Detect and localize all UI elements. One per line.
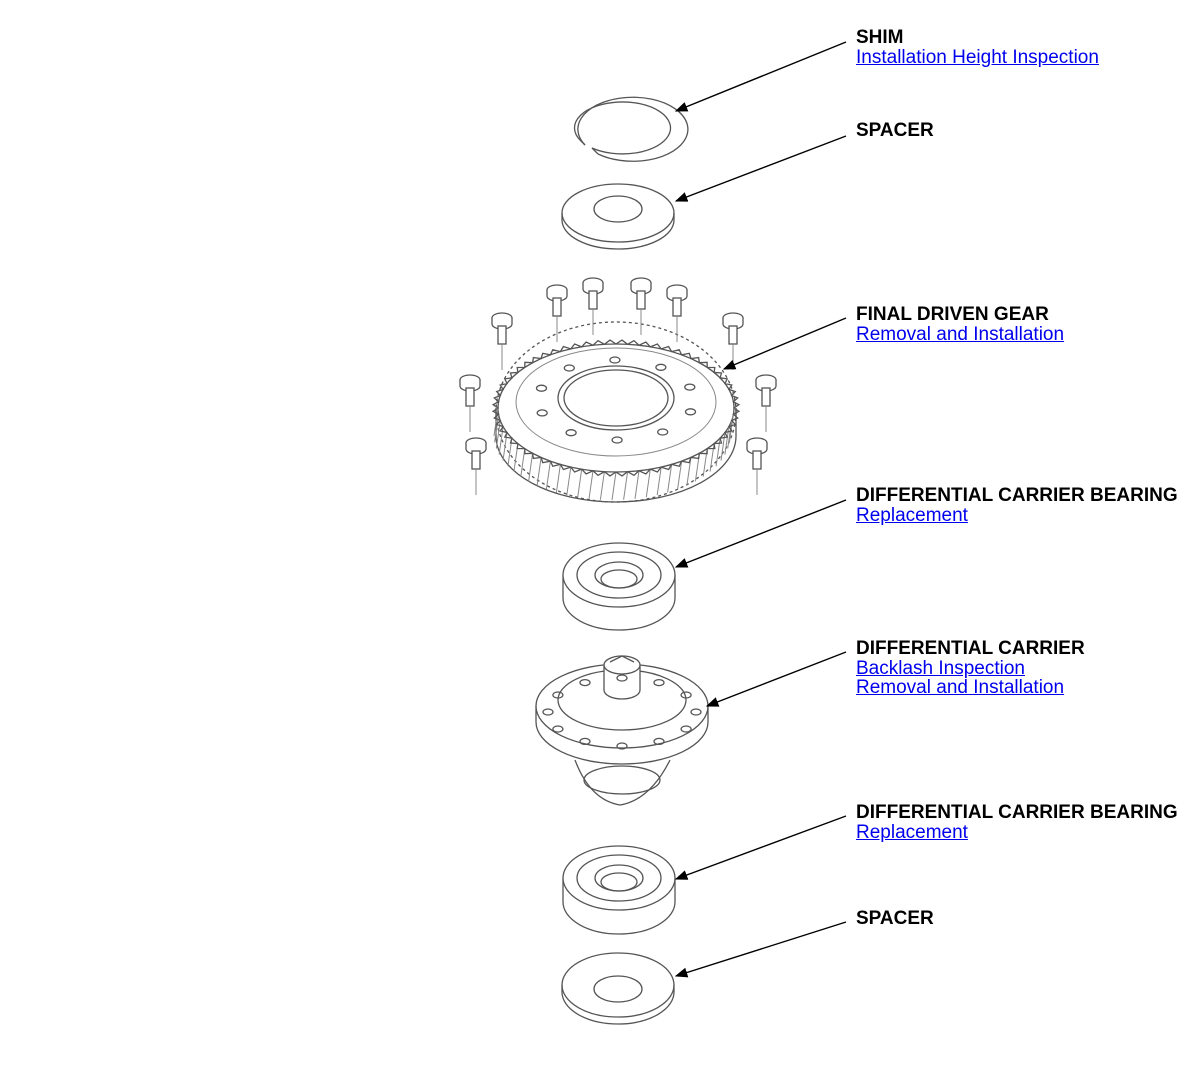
link-differential-carrier-backlash-inspection[interactable]: Backlash Inspection [856,658,1025,679]
link-shim-installation-height-inspection[interactable]: Installation Height Inspection [856,47,1099,68]
leader-spacer-bottom [674,921,847,978]
part-name-carrier-bearing-upper: DIFFERENTIAL CARRIER BEARING [856,485,1178,506]
differential-carrier-illustration [535,655,709,806]
spacer-top-illustration [561,183,675,250]
callout-final-driven-gear: FINAL DRIVEN GEAR Removal and Installati… [856,304,1065,345]
shim-illustration [573,96,689,162]
part-name-shim: SHIM [856,27,904,48]
link-final-driven-gear-removal-installation[interactable]: Removal and Installation [856,324,1065,345]
leader-lines [674,41,847,978]
leader-spacer-top [674,135,847,202]
link-differential-carrier-removal-installation[interactable]: Removal and Installation [856,677,1065,698]
callout-shim: SHIM Installation Height Inspection [856,27,1099,68]
part-name-final-driven-gear: FINAL DRIVEN GEAR [856,304,1049,325]
callout-carrier-bearing-lower: DIFFERENTIAL CARRIER BEARING Replacement [856,802,1178,843]
leader-differential-carrier [705,651,847,707]
callout-carrier-bearing-upper: DIFFERENTIAL CARRIER BEARING Replacement [856,485,1178,526]
part-name-differential-carrier: DIFFERENTIAL CARRIER [856,638,1085,659]
link-carrier-bearing-upper-replacement[interactable]: Replacement [856,505,968,526]
leader-shim [674,41,847,112]
callout-spacer-top: SPACER [856,121,934,141]
callout-spacer-bottom: SPACER [856,909,934,929]
spacer-bottom-illustration [561,952,675,1025]
carrier-bearing-upper-illustration [562,542,676,631]
final-driven-gear-illustration [459,277,777,503]
part-name-spacer-bottom: SPACER [856,908,934,929]
leader-carrier-bearing-lower [674,815,847,880]
carrier-bearing-lower-illustration [562,845,676,935]
part-name-spacer-top: SPACER [856,120,934,141]
callout-differential-carrier: DIFFERENTIAL CARRIER Backlash Inspection… [856,638,1085,698]
link-carrier-bearing-lower-replacement[interactable]: Replacement [856,822,968,843]
leader-carrier-bearing-upper [674,499,847,568]
leader-final-driven-gear [722,317,847,370]
part-name-carrier-bearing-lower: DIFFERENTIAL CARRIER BEARING [856,802,1178,823]
